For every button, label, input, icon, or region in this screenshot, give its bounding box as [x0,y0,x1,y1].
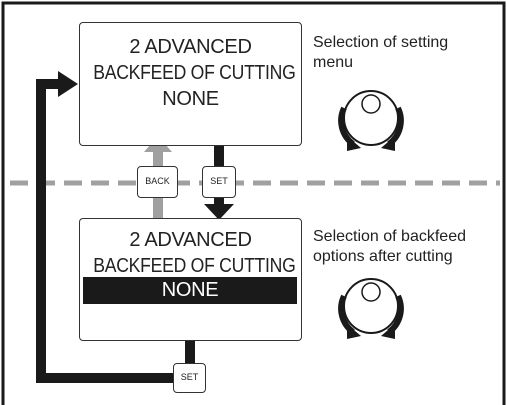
description-line-2: options after cutting [313,248,453,265]
rotary-dial-icon [338,90,404,151]
lcd-highlighted-option: NONE [83,277,297,304]
return-loop-arrow [36,71,195,383]
lcd-line-1: 2 ADVANCED [129,229,252,251]
description-line-1: Selection of backfeed [313,228,466,245]
description-line-2: menu [313,54,354,71]
lcd-line-3: NONE [162,88,219,110]
back-key[interactable]: BACK [137,166,178,198]
description-backfeed-options: Selection of backfeed options after cutt… [313,227,503,267]
lcd-line-1: 2 ADVANCED [129,36,252,58]
set-arrow [204,146,234,220]
lcd-line-2: BACKFEED OF CUTTING [93,62,296,84]
lcd-screen-setting-menu: 2 ADVANCED BACKFEED OF CUTTING NONE [79,22,302,146]
description-setting-menu: Selection of setting menu [313,33,503,73]
lcd-screen-backfeed-options: 2 ADVANCED BACKFEED OF CUTTING NONE [79,218,302,341]
set-key[interactable]: SET [202,166,236,198]
lcd-line-2: BACKFEED OF CUTTING [93,255,296,277]
set-key-return[interactable]: SET [173,363,206,393]
description-line-1: Selection of setting [313,34,449,51]
rotary-dial-icon [338,278,404,339]
